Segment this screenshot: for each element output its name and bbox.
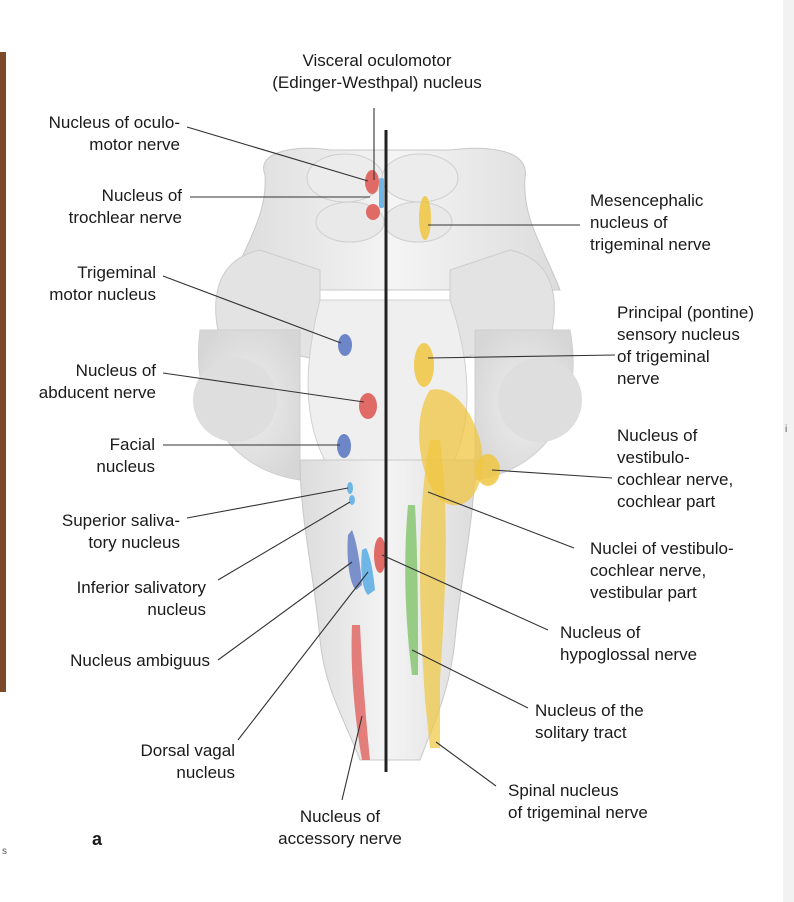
hypoglossal-nucleus <box>374 537 386 573</box>
label-superior-salivatory-nucleus: Superior saliva- tory nucleus <box>61 511 180 552</box>
abducent-nucleus <box>359 393 377 419</box>
oculomotor-nucleus <box>365 170 379 194</box>
dorsal-vagal-nucleus <box>361 548 375 595</box>
ambiguus-nucleus <box>347 530 362 590</box>
mesencephalic-nucleus <box>419 196 431 240</box>
label-cochlear-nucleus: Nucleus of vestibulo- cochlear nerve, co… <box>617 426 734 511</box>
label-trochlear-nucleus: Nucleus of trochlear nerve <box>68 186 182 227</box>
label-vestibular-nuclei: Nuclei of vestibulo- cochlear nerve, ves… <box>590 539 734 602</box>
edge-mark: i <box>785 424 788 435</box>
vestibular-nuclei <box>419 389 483 506</box>
label-edinger-westphal: Visceral oculomotor (Edinger-Westhpal) n… <box>272 51 482 92</box>
nuclei <box>337 170 500 760</box>
inferior-salivatory-nucleus <box>349 495 355 505</box>
facial-nucleus <box>337 434 351 458</box>
label-trigeminal-motor-nucleus: Trigeminal motor nucleus <box>49 263 156 304</box>
right-edge-strip <box>783 0 794 902</box>
label-hypoglossal-nucleus: Nucleus of hypoglossal nerve <box>560 623 698 664</box>
label-solitary-tract-nucleus: Nucleus of the solitary tract <box>535 701 644 742</box>
accessory-nucleus <box>351 625 370 760</box>
label-dorsal-vagal-nucleus: Dorsal vagal nucleus <box>140 741 236 782</box>
label-abducent-nucleus: Nucleus of abducent nerve <box>38 361 156 402</box>
left-photo-strip <box>0 52 6 692</box>
solitary-tract-nucleus <box>405 505 418 675</box>
label-oculomotor-nucleus: Nucleus of oculo- motor nerve <box>48 113 180 154</box>
cochlear-nucleus <box>476 454 500 486</box>
label-ambiguus-nucleus: Nucleus ambiguus <box>70 651 210 670</box>
principal-sensory-nucleus <box>414 343 434 387</box>
label-inferior-salivatory-nucleus: Inferior salivatory nucleus <box>76 578 206 619</box>
label-principal-sensory-nucleus: Principal (pontine) sensory nucleus of t… <box>617 303 755 388</box>
spinal-trigeminal-nucleus <box>420 440 446 748</box>
trigeminal-motor-nucleus <box>338 334 352 356</box>
trochlear-nucleus <box>366 204 380 220</box>
edinger-westphal-nucleus <box>379 178 384 208</box>
label-accessory-nucleus: Nucleus of accessory nerve <box>278 807 402 848</box>
corner-mark: s <box>2 846 7 857</box>
label-mesencephalic-nucleus: Mesencephalic nucleus of trigeminal nerv… <box>590 191 711 254</box>
leader-lines <box>162 108 616 801</box>
panel-letter: a <box>92 829 103 849</box>
superior-salivatory-nucleus <box>347 482 353 494</box>
label-facial-nucleus: Facial nucleus <box>96 435 155 476</box>
label-spinal-trigeminal-nucleus: Spinal nucleus of trigeminal nerve <box>508 781 648 822</box>
